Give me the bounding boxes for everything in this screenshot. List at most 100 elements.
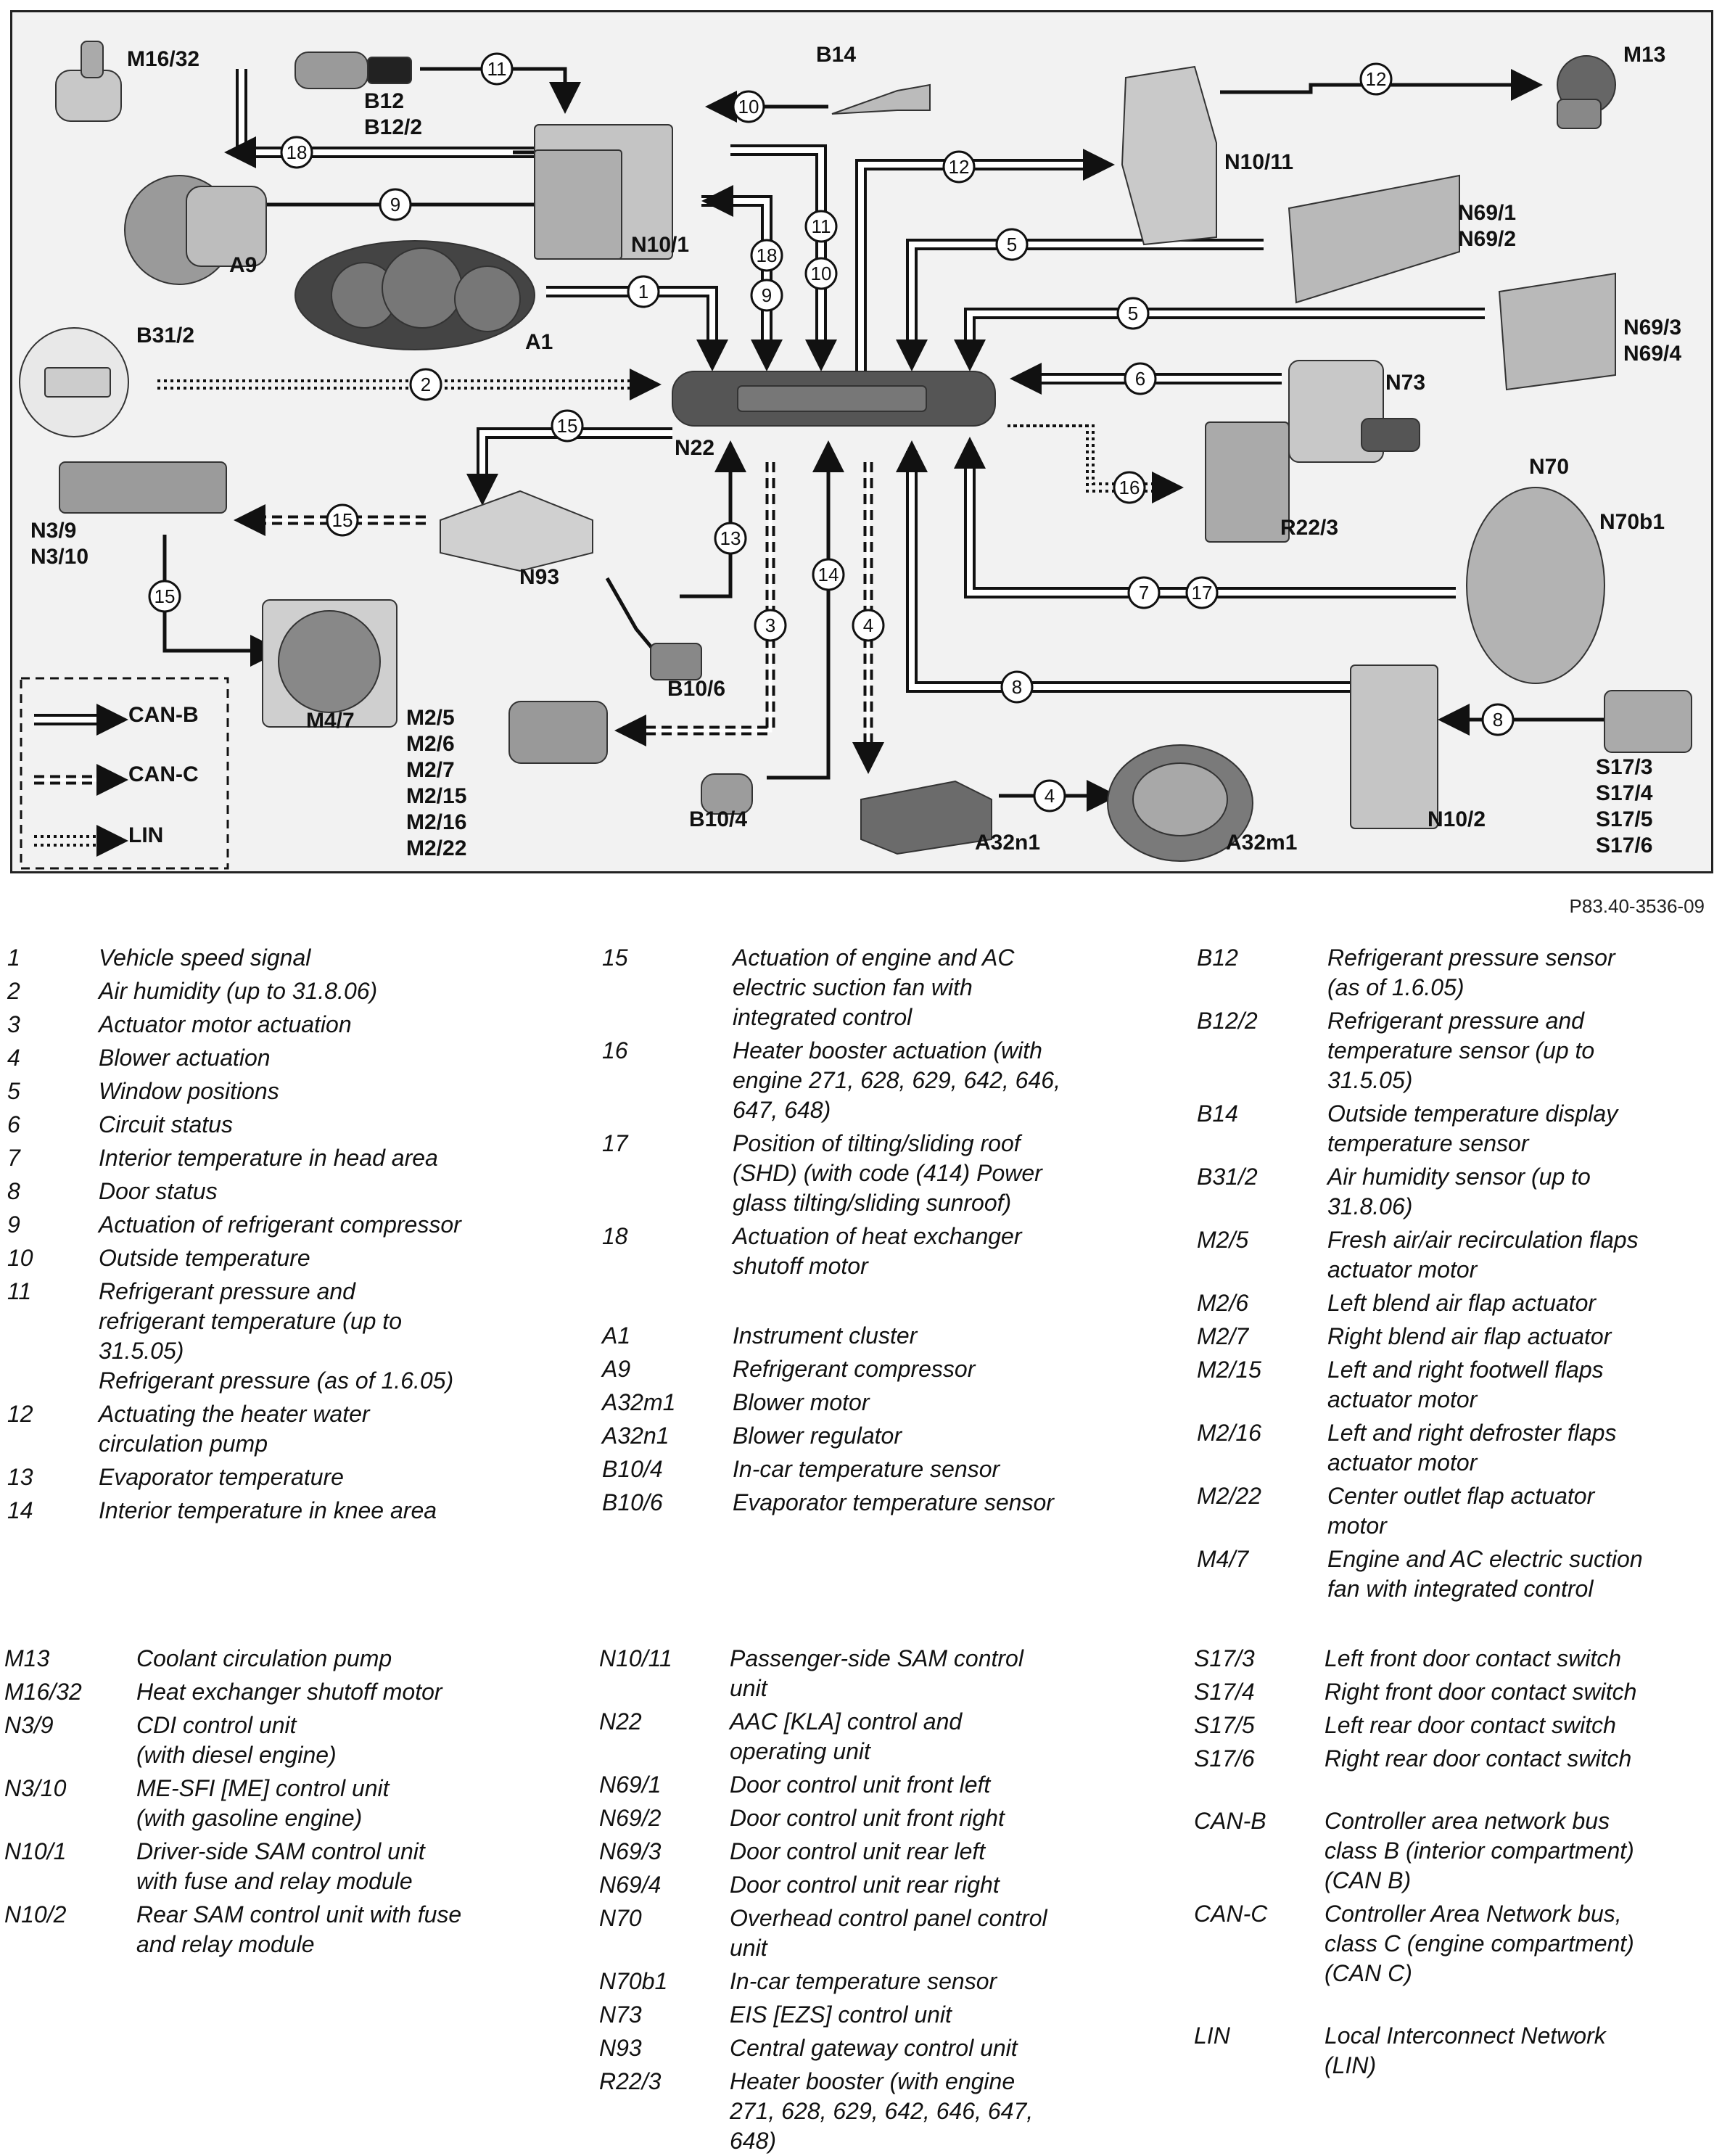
legend-code: B14 (1197, 1099, 1238, 1129)
signal-number: 4 (1045, 785, 1055, 807)
legend-description: Refrigerant compressor (733, 1354, 975, 1384)
signal-badge: 2 (411, 369, 441, 400)
legend-code: M2/22 (1197, 1481, 1261, 1511)
signal-badge: 4 (853, 610, 883, 641)
label-N3-9: N3/9 N3/10 (30, 518, 88, 570)
label-B31-2: B31/2 (136, 323, 194, 349)
signal-number: 1 (638, 281, 648, 303)
legend-description: Interior temperature in knee area (99, 1496, 437, 1526)
legend-code: 17 (602, 1129, 628, 1159)
legend-column-3b: S17/3Left front door contact switchS17/4… (1194, 1644, 1716, 2094)
legend-description: Local Interconnect Network (LIN) (1325, 2021, 1606, 2081)
signal-badge: 15 (149, 581, 180, 612)
line-1 (546, 292, 712, 361)
legend-code: B10/6 (602, 1488, 663, 1518)
label-B10-4: B10/4 (689, 807, 747, 833)
label-M4-7: M4/7 (306, 708, 355, 734)
legend-code: 14 (7, 1496, 33, 1526)
arrow-13 (714, 440, 746, 472)
legend-code: 2 (7, 976, 20, 1006)
line-15-to-n93-fill (482, 433, 672, 491)
arrow-11 (549, 82, 581, 114)
legend-description: In-car temperature sensor (730, 1967, 997, 1996)
legend-description: Engine and AC electric suction fan with … (1327, 1544, 1643, 1604)
line-5-second-fill (970, 313, 1485, 357)
legend-description: Controller area network bus class B (int… (1325, 1806, 1634, 1896)
legend-description: Door control unit rear right (730, 1870, 1000, 1900)
signal-number: 18 (757, 244, 778, 266)
arrow-15-canc (234, 504, 265, 536)
arrow-11-10 (805, 340, 837, 371)
signal-number: 9 (762, 284, 772, 306)
label-B10-6: B10/6 (667, 676, 725, 702)
legend-code: 5 (7, 1077, 20, 1106)
line-16 (1013, 426, 1166, 484)
signal-number: 5 (1128, 303, 1138, 324)
label-R22-3: R22/3 (1280, 515, 1338, 541)
legend-description: Outside temperature (99, 1243, 310, 1273)
legend-code: S17/5 (1194, 1711, 1255, 1740)
bus-legend-can-b-arrow (96, 704, 128, 736)
legend-description: Heater booster (with engine 271, 628, 62… (730, 2067, 1033, 2156)
signal-badge: 18 (751, 240, 782, 271)
door-control-unit-rear-icon (1499, 273, 1615, 390)
legend-code: M16/32 (4, 1677, 82, 1707)
signal-number: 15 (332, 509, 353, 531)
arrow-4-down (852, 742, 884, 774)
bus-legend-can-c-arrow (96, 764, 128, 796)
humidity-sensor-display-icon (45, 368, 110, 397)
legend-description: Door status (99, 1177, 218, 1206)
label-A32m1: A32m1 (1226, 830, 1297, 856)
signal-number: 10 (738, 96, 759, 118)
flap-actuator-motor-icon (509, 701, 607, 763)
signal-number: 11 (812, 215, 831, 237)
legend-description: Left blend air flap actuator (1327, 1288, 1596, 1318)
legend-code: S17/4 (1194, 1677, 1255, 1707)
legend-description: Circuit status (99, 1110, 233, 1140)
signal-badge: 5 (1118, 298, 1148, 329)
signal-badge: 12 (944, 152, 974, 182)
legend-description: Right rear door contact switch (1325, 1744, 1631, 1774)
label-N70b1: N70b1 (1599, 509, 1665, 535)
legend-description: Evaporator temperature sensor (733, 1488, 1054, 1518)
suction-fan-icon (279, 611, 380, 712)
legend-description: Outside temperature display temperature … (1327, 1099, 1618, 1159)
legend-column-1b: M13Coolant circulation pumpM16/32Heat ex… (4, 1644, 592, 1978)
legend-code: 7 (7, 1143, 20, 1173)
legend-code: 1 (7, 943, 20, 973)
signal-badge: 13 (715, 523, 746, 554)
legend-description: Door control unit rear left (730, 1837, 985, 1867)
arrow-8 (896, 440, 928, 472)
legend-description: Vehicle speed signal (99, 943, 310, 973)
legend-description: Refrigerant pressure sensor (as of 1.6.0… (1327, 943, 1615, 1003)
label-N93: N93 (519, 564, 559, 591)
arrow-16 (1152, 472, 1184, 503)
arrow-8-n10-2 (1438, 704, 1470, 736)
legend-code: N3/10 (4, 1774, 66, 1803)
legend-code: CAN-B (1194, 1806, 1266, 1836)
legend-code: B10/4 (602, 1455, 663, 1484)
coolant-pump-body-icon (1557, 99, 1601, 128)
legend-code: 6 (7, 1110, 20, 1140)
signal-badge: 16 (1114, 472, 1145, 503)
signal-badge: 7 (1129, 577, 1159, 608)
signal-number: 15 (155, 585, 176, 607)
network-diagram: 1110189118911101212556215151516131434717… (10, 10, 1713, 873)
arrow-3 (614, 715, 646, 746)
label-N69-1-2: N69/1 N69/2 (1458, 200, 1516, 252)
legend-code: CAN-C (1194, 1899, 1267, 1929)
legend-description: Instrument cluster (733, 1321, 917, 1351)
signal-number: 14 (818, 564, 839, 585)
arrow-1 (696, 340, 728, 371)
evaporator-sensor-cable (607, 578, 654, 651)
central-gateway-icon (440, 491, 593, 571)
legend-code: 3 (7, 1010, 20, 1040)
legend-description: Passenger-side SAM control unit (730, 1644, 1023, 1703)
label-N73: N73 (1385, 370, 1425, 396)
signal-badge: 3 (755, 610, 786, 641)
blower-regulator-icon (861, 781, 992, 854)
label-N10-1: N10/1 (631, 232, 689, 258)
legend-description: Rear SAM control unit with fuse and rela… (136, 1900, 461, 1959)
